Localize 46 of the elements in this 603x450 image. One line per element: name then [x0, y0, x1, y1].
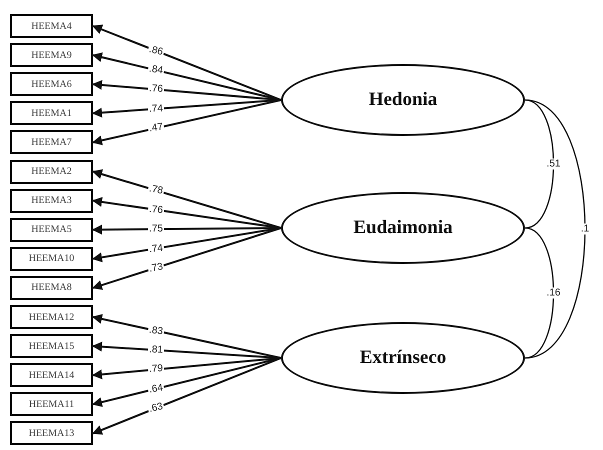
arrow: [92, 24, 282, 101]
indicator-box: HEEMA10: [10, 246, 93, 271]
indicator-box: HEEMA11: [10, 392, 93, 416]
indicator-box: HEEMA15: [10, 334, 93, 358]
indicator-box: HEEMA8: [10, 276, 93, 300]
arrow: [92, 52, 282, 101]
latent-variable-ellipse: Extrínseco: [281, 322, 525, 394]
edge-label: .16: [546, 288, 562, 298]
arrow: [92, 169, 282, 229]
correlation-arc: [524, 99, 586, 359]
indicator-box: HEEMA4: [10, 14, 93, 38]
arrow: [92, 357, 282, 407]
indicator-box: HEEMA2: [10, 160, 93, 184]
edge-label: .81: [148, 344, 164, 356]
arrow: [92, 227, 282, 290]
indicator-box: HEEMA12: [10, 305, 93, 329]
edge-label: .83: [147, 324, 164, 338]
latent-variable-ellipse: Hedonia: [281, 64, 525, 136]
indicator-box: HEEMA14: [10, 363, 93, 388]
edge-label: .86: [146, 44, 165, 58]
edge-label: .74: [147, 242, 164, 255]
edge-label: .1: [580, 224, 590, 234]
indicator-box: HEEMA1: [10, 101, 93, 126]
correlation-arc: [524, 227, 554, 359]
edge-label: .75: [148, 224, 164, 235]
indicator-box: HEEMA3: [10, 188, 93, 213]
edge-label: .73: [146, 261, 165, 275]
edge-label: .76: [147, 204, 164, 216]
edge-label: .64: [147, 382, 164, 396]
indicator-box: HEEMA9: [10, 43, 93, 68]
arrow: [92, 314, 282, 359]
latent-variable-ellipse: Eudaimonia: [281, 192, 525, 264]
arrow: [92, 357, 282, 380]
edge-label: .63: [146, 401, 165, 416]
indicator-box: HEEMA13: [10, 421, 93, 446]
indicator-box: HEEMA5: [10, 218, 93, 242]
arrow: [92, 227, 282, 262]
indicator-box: HEEMA6: [10, 72, 93, 96]
edge-label: .51: [546, 158, 562, 170]
arrow: [92, 196, 282, 229]
arrow: [92, 99, 282, 146]
correlation-arc: [524, 99, 554, 229]
arrow: [92, 99, 282, 118]
edge-label: .74: [148, 103, 164, 115]
indicator-box: HEEMA7: [10, 130, 93, 154]
arrow: [92, 357, 282, 435]
